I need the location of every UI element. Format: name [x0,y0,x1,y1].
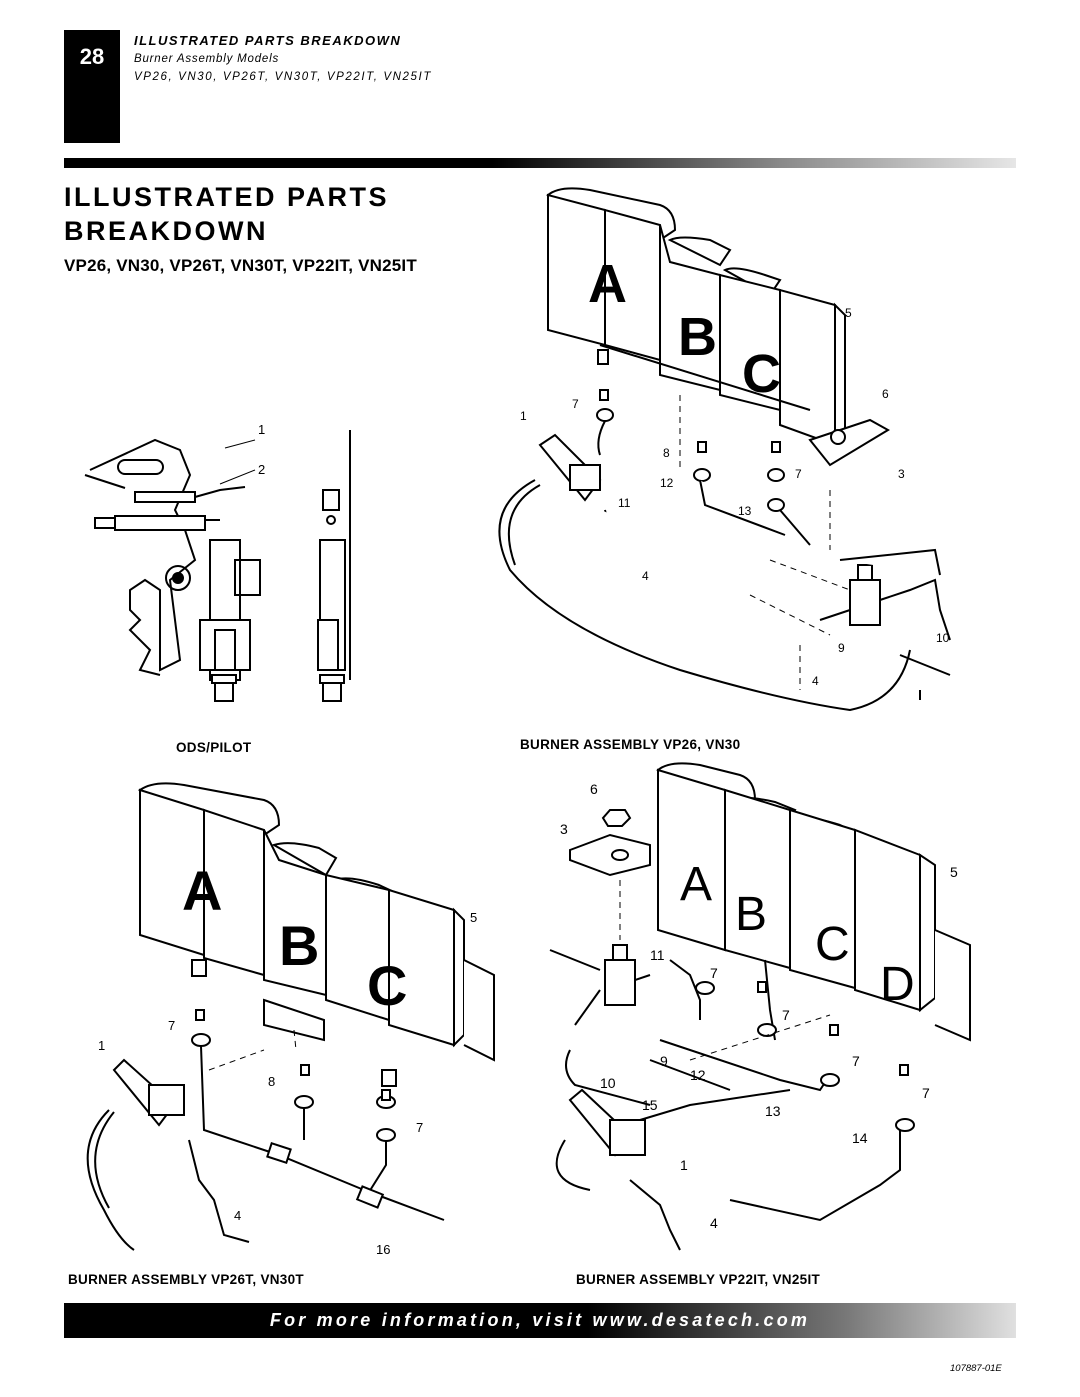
callout: 1 [258,422,265,437]
callout: 7 [168,1018,175,1033]
callout: 7 [416,1120,423,1135]
footer-link-text[interactable]: For more information, visit www.desatech… [269,1310,811,1330]
models-heading: VP26, VN30, VP26T, VN30T, VP22IT, VN25IT [64,256,417,275]
vp26t-burner-figure: A B C 5 7 1 8 7 4 16 [86,782,495,1257]
callout: 4 [642,569,649,583]
callout: 12 [660,476,674,490]
callout: 13 [765,1103,781,1119]
callout: 4 [234,1208,241,1223]
page-number: 28 [79,44,105,69]
callout: 7 [710,965,718,981]
panel-letter: D [880,958,915,1011]
callout: 7 [922,1085,930,1101]
callout: 11 [618,496,631,510]
callout: 9 [838,641,845,655]
vp26-burner-figure: A B C 5 6 7 1 8 7 3 12 11 13 4 10 9 4 [498,187,951,712]
footer-bar [64,1303,1016,1338]
callout: 6 [882,387,889,401]
page-title: ILLUSTRATED PARTS BREAKDOWN [64,182,389,246]
panel-letter: C [742,344,781,404]
callout: 10 [600,1075,616,1091]
callout: 8 [268,1074,275,1089]
document-number: 107887-01E [950,1363,1002,1374]
callout: 7 [782,1007,790,1023]
caption-vp26t: BURNER ASSEMBLY VP26T, VN30T [68,1272,304,1287]
callout: 7 [795,467,802,481]
panel-letter: B [279,914,319,977]
callout: 7 [572,397,579,411]
panel-letter: B [678,307,717,367]
section-header: ILLUSTRATED PARTS BREAKDOWN [134,33,402,48]
callout: 5 [950,864,958,880]
callout: 4 [812,674,819,688]
callout: 3 [898,467,905,481]
callout: 5 [845,306,852,320]
callout: 3 [560,821,568,837]
callout: 6 [590,781,598,797]
callout: 4 [710,1215,718,1231]
caption-ods-pilot: ODS/PILOT [176,740,252,755]
subsection-header: Burner Assembly Models [134,53,279,65]
ods-pilot-figure: 1 2 [84,422,351,702]
callout: 10 [936,631,950,645]
panel-letter: A [588,254,627,314]
page-number-box [64,30,120,143]
panel-letter: A [182,859,222,922]
panel-letter: B [735,888,767,941]
callout: 16 [376,1242,390,1257]
panel-letter: C [367,954,407,1017]
callout: 5 [470,910,477,925]
callout: 15 [642,1097,658,1113]
header-rule [64,158,1016,168]
vp22it-burner-figure: A B C D 6 3 5 11 7 7 9 7 10 12 7 15 13 1… [549,762,971,1251]
callout: 11 [650,947,665,963]
callout: 14 [852,1130,868,1146]
callout: 7 [852,1053,860,1069]
callout: 13 [738,504,752,518]
panel-letter: A [680,858,712,911]
caption-vp26: BURNER ASSEMBLY VP26, VN30 [520,737,741,752]
callout: 9 [660,1053,668,1069]
callout: 2 [258,462,265,477]
callout: 1 [680,1157,688,1173]
models-header: VP26, VN30, VP26T, VN30T, VP22IT, VN25IT [134,71,432,83]
panel-letter: C [815,918,850,971]
callout: 8 [663,446,670,460]
callout: 1 [520,409,527,423]
callout: 12 [690,1067,706,1083]
callout: 1 [98,1038,105,1053]
caption-vp22it: BURNER ASSEMBLY VP22IT, VN25IT [576,1272,821,1287]
